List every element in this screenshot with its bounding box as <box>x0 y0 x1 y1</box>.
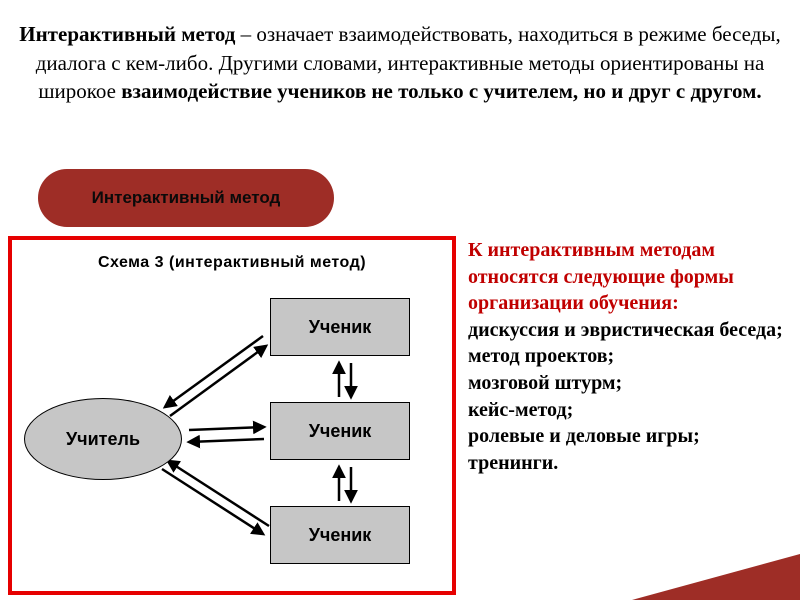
student-label-3: Ученик <box>308 524 372 545</box>
method-badge: Интерактивный метод <box>38 169 334 227</box>
student-box-3: Ученик <box>270 506 410 564</box>
methods-list: К интерактивным методам относятся следую… <box>468 237 796 476</box>
scheme-diagram: Схема 3 (интерактивный метод) Учитель Уч… <box>8 236 456 595</box>
student-label-1: Ученик <box>308 316 372 337</box>
list-item: дискуссия и эвристическая беседа; <box>468 318 783 341</box>
intro-paragraph: Интерактивный метод – означает взаимодей… <box>6 20 794 106</box>
diagram-arrows <box>161 334 358 536</box>
intro-definition: – означает взаимодействовать, находиться… <box>35 22 781 104</box>
teacher-ellipse: Учитель <box>24 398 182 480</box>
teacher-label: Учитель <box>65 428 141 449</box>
list-item: метод проектов; <box>468 345 615 368</box>
list-item: кейс-метод; <box>468 398 574 421</box>
corner-decoration <box>632 554 800 600</box>
diagram-title: Схема 3 (интерактивный метод) <box>97 254 367 271</box>
intro-term: Интерактивный метод <box>19 22 236 46</box>
methods-list-heading: К интерактивным методам относятся следую… <box>468 239 734 315</box>
student-label-2: Ученик <box>308 420 372 441</box>
method-badge-label: Интерактивный метод <box>91 188 281 207</box>
list-item: ролевые и деловые игры; <box>468 425 700 448</box>
student-box-1: Ученик <box>270 298 410 356</box>
student-box-2: Ученик <box>270 402 410 460</box>
scheme-diagram-inner: Схема 3 (интерактивный метод) Учитель Уч… <box>12 240 452 591</box>
list-item: тренинги. <box>468 451 559 474</box>
intro-emphasis: взаимодействие учеников не только с учит… <box>121 79 762 104</box>
list-item: мозговой штурм; <box>468 371 623 394</box>
